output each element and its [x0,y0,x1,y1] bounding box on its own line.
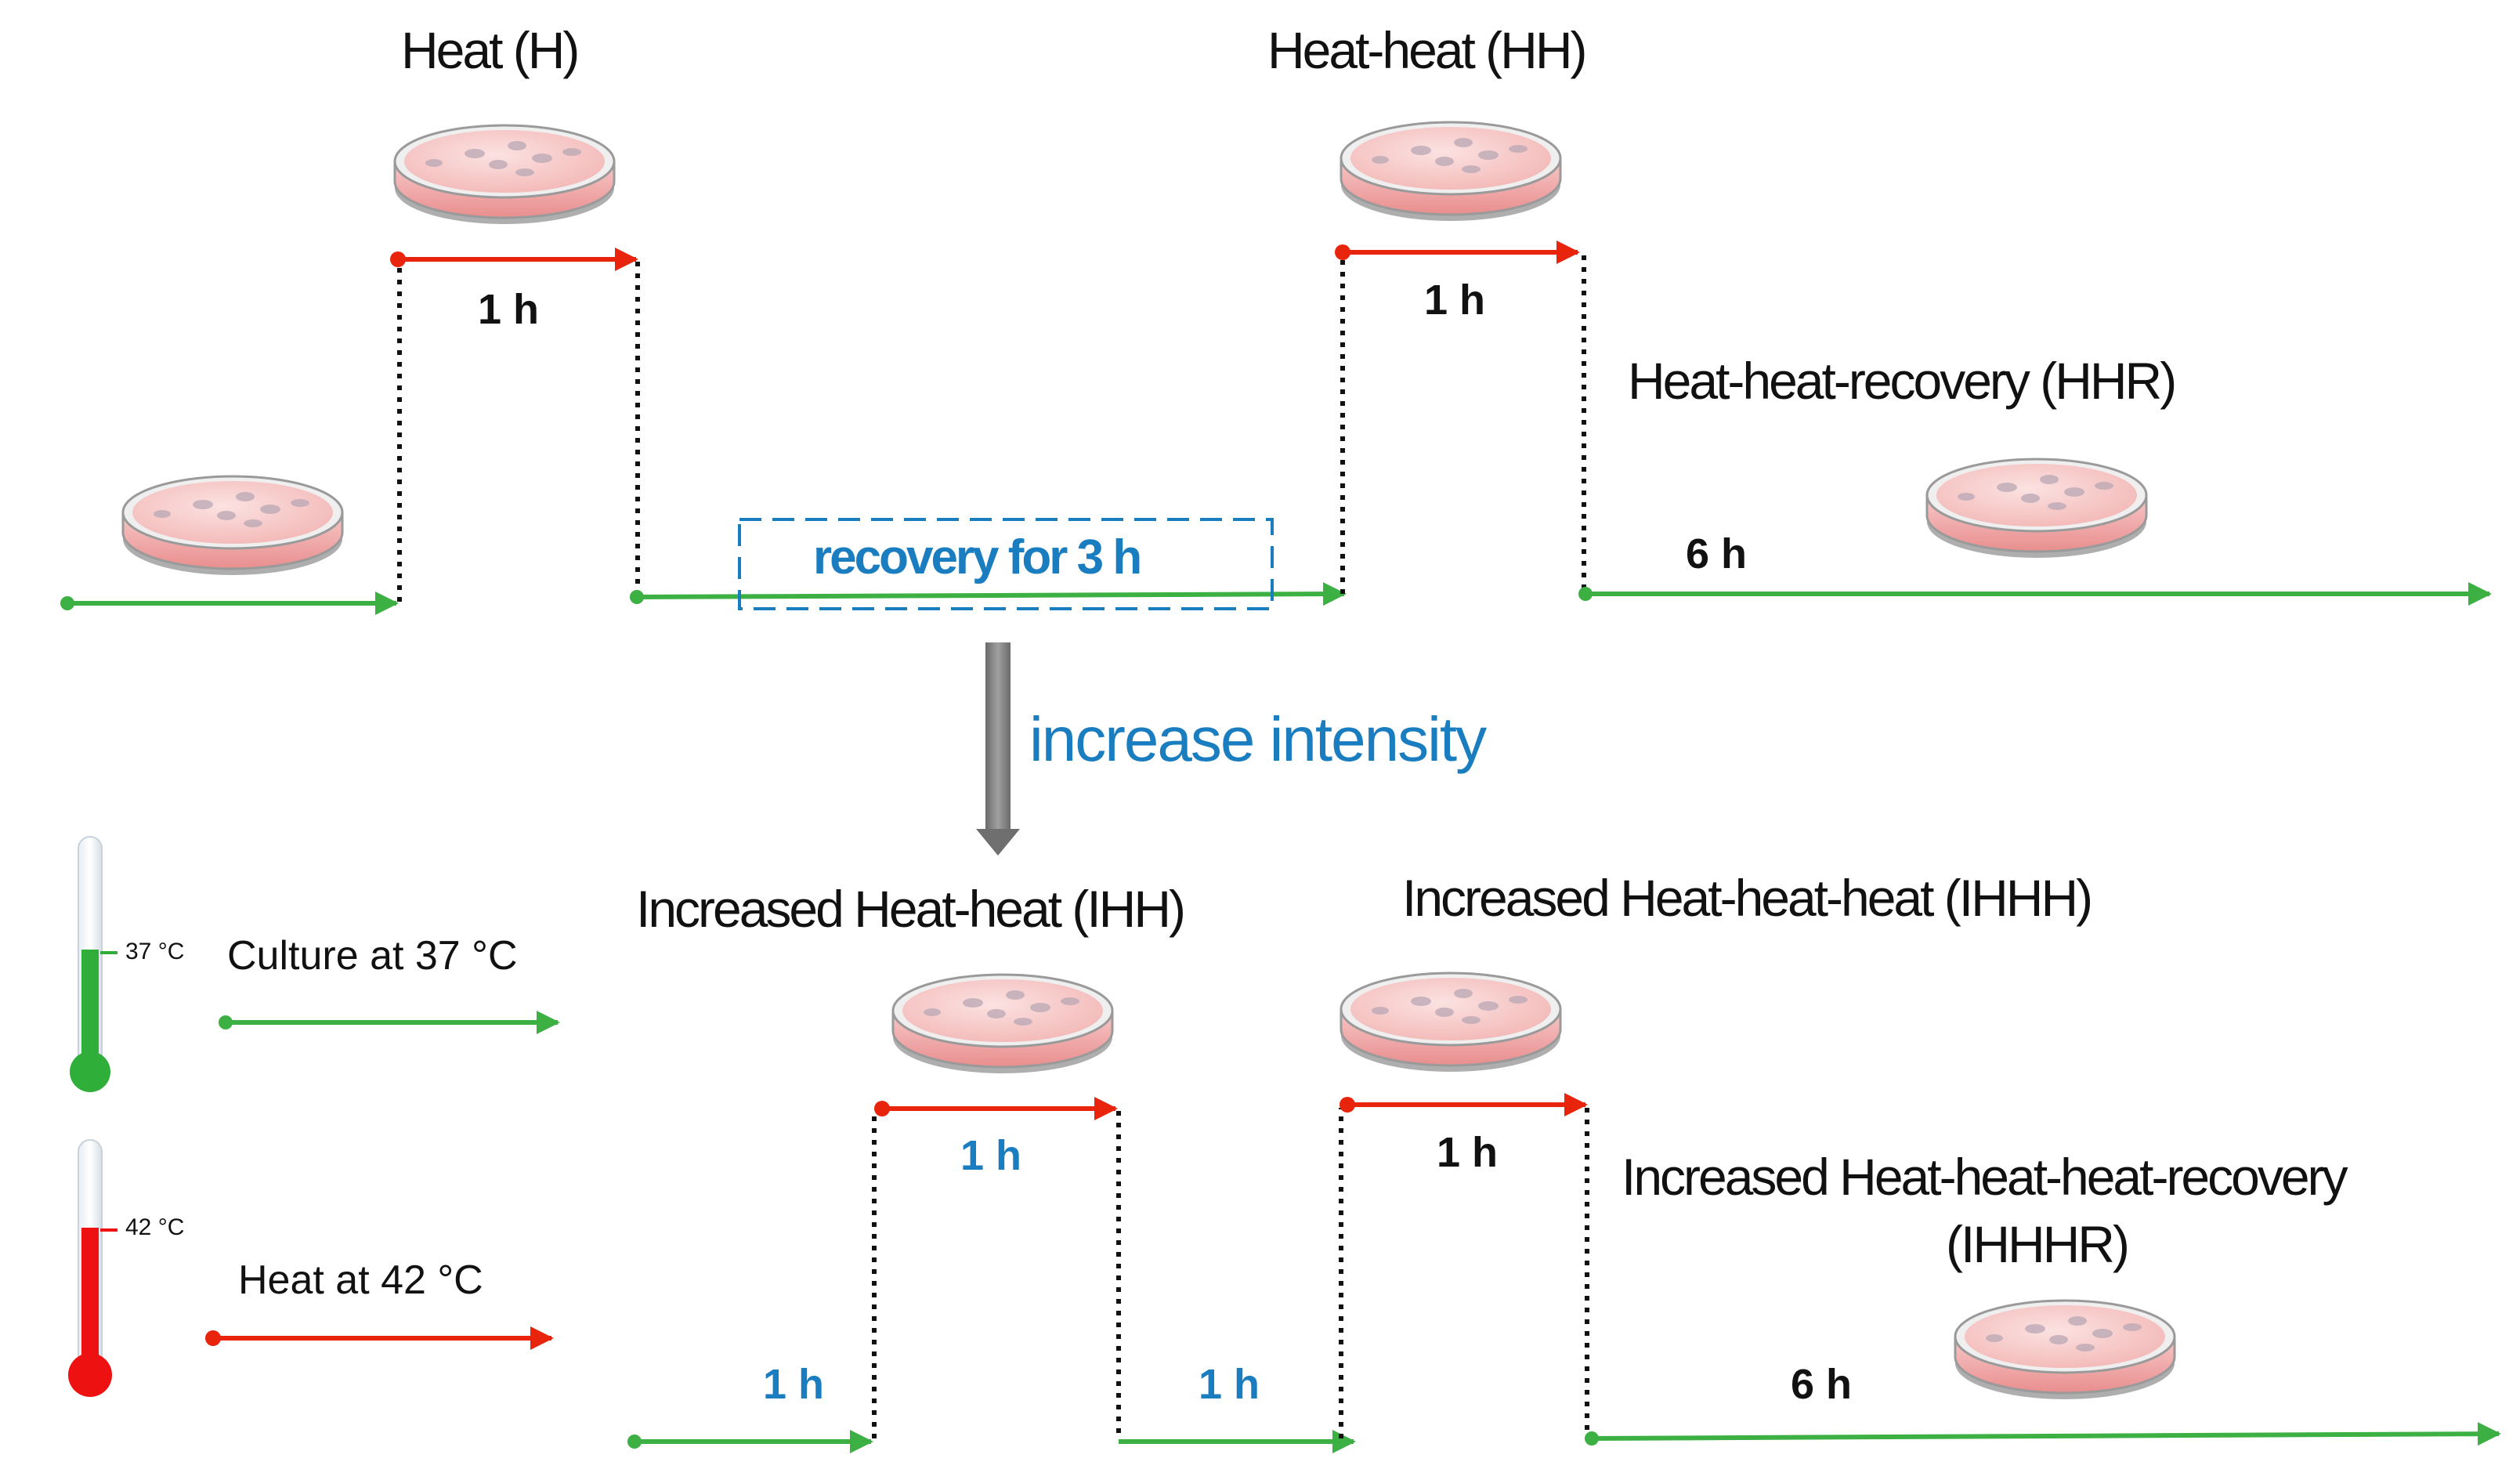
duration-bottom-culture-2: 1 h [1199,1361,1260,1408]
petri-dish-icon [1954,1299,2176,1401]
petri-dish-icon [1925,458,2148,559]
title-ihhhr-line2: (IHHHR) [1946,1215,2130,1273]
duration-top-heat-1: 1 h [478,286,540,333]
legend-temp-42: 42 °C [125,1214,185,1240]
title-heat: Heat (H) [401,21,580,79]
legend-temp-37: 37 °C [125,939,185,964]
heat-legend-arrow [205,1326,554,1350]
duration-bottom-heat-2: 1 h [1437,1129,1499,1176]
duration-bottom-recovery: 6 h [1791,1361,1853,1408]
title-ihhhr-line1: Increased Heat-heat-heat-recovery [1622,1148,2348,1206]
increase-intensity-label: increase intensity [1029,704,1487,774]
bottom-culture-segment-1 [627,1430,873,1453]
duration-bottom-culture-1: 1 h [763,1361,825,1408]
culture-legend-arrow [219,1011,560,1034]
top-culture-segment-2 [630,582,1347,606]
petri-dish-icon [1340,121,1562,223]
recovery-label: recovery for 3 h [813,530,1142,584]
thermometer-37-icon [67,830,194,1105]
top-heat-segment-1 [390,248,638,271]
petri-dish-icon [1340,971,1562,1073]
recovery-dashed-box [738,518,1274,610]
top-heat-segment-2 [1335,241,1580,264]
top-culture-segment-3 [1578,582,2492,606]
bottom-heat-segment-2 [1340,1093,1588,1116]
top-culture-segment-1 [60,592,399,615]
petri-dish-icon [393,124,616,226]
thermometer-42-icon [67,1134,194,1406]
duration-top-heat-2: 1 h [1424,277,1486,324]
legend-heat-label: Heat at 42 °C [238,1257,483,1303]
duration-bottom-heat-1: 1 h [960,1132,1022,1179]
increase-arrow-icon [976,642,1020,856]
title-ihhh: Increased Heat-heat-heat (IHHH) [1402,869,2093,927]
bottom-culture-segment-3 [1585,1422,2501,1446]
petri-dish-icon [121,475,344,577]
title-ihh: Increased Heat-heat (IHH) [636,880,1186,938]
legend-culture-label: Culture at 37 °C [227,933,518,979]
title-hhr: Heat-heat-recovery (HHR) [1628,352,2177,410]
duration-top-recovery: 6 h [1686,530,1748,577]
bottom-heat-segment-1 [874,1097,1118,1120]
title-heat-heat: Heat-heat (HH) [1267,21,1587,79]
petri-dish-icon [891,973,1114,1075]
